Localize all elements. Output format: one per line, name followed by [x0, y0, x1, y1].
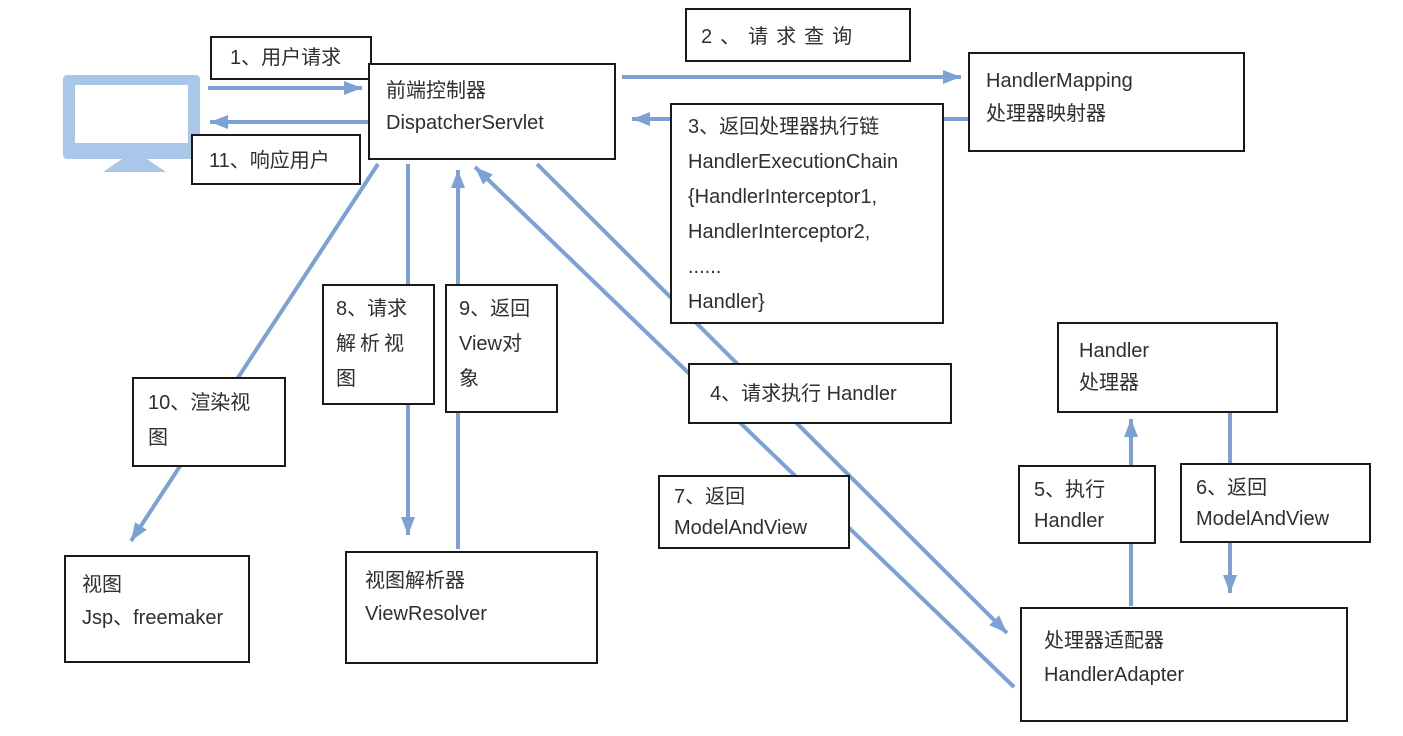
node-line: 视图: [82, 574, 122, 596]
label-line: Handler}: [688, 291, 765, 313]
node-dispatcher-servlet: 前端控制器 DispatcherServlet: [368, 63, 616, 160]
arrow-10-render-view: [129, 162, 380, 543]
node-view: 视图 Jsp、freemaker: [64, 555, 250, 663]
node-line: Jsp、freemaker: [82, 607, 224, 629]
label-line: 4、请求执行 Handler: [710, 383, 897, 405]
label-1-user-request: 1、用户请求: [210, 36, 372, 80]
label-10-render-view: 10、渲染视 图: [132, 377, 286, 467]
label-line: 象: [459, 368, 479, 390]
label-11-respond-user: 11、响应用户: [191, 134, 361, 185]
node-line: 处理器: [1079, 372, 1139, 394]
label-line: Handler: [1034, 510, 1105, 532]
node-line: 视图解析器: [365, 570, 465, 592]
label-line: 3、返回处理器执行链: [688, 116, 880, 138]
node-line: HandlerMapping: [986, 70, 1133, 92]
node-handler: Handler 处理器: [1057, 322, 1278, 413]
label-line: 解析视: [336, 333, 408, 355]
label-7-return-modelandview: 7、返回 ModelAndView: [658, 475, 850, 549]
label-line: 图: [148, 427, 168, 449]
label-line: 6、返回: [1196, 477, 1268, 499]
label-line: 5、执行: [1034, 479, 1106, 501]
label-line: 图: [336, 368, 356, 390]
label-5-execute-handler: 5、执行 Handler: [1018, 465, 1156, 544]
monitor-screen: [75, 85, 188, 143]
label-9-return-view-object: 9、返回 View对 象: [445, 284, 558, 413]
node-handler-mapping: HandlerMapping 处理器映射器: [968, 52, 1245, 152]
node-line: HandlerAdapter: [1044, 664, 1185, 686]
monitor-stand: [103, 159, 166, 172]
label-line: 1、用户请求: [230, 47, 342, 69]
label-line: ......: [688, 256, 722, 278]
label-line: HandlerExecutionChain: [688, 151, 899, 173]
node-view-resolver: 视图解析器 ViewResolver: [345, 551, 598, 664]
label-line: 10、渲染视: [148, 392, 251, 414]
label-line: HandlerInterceptor2,: [688, 221, 871, 243]
label-line: 11、响应用户: [209, 150, 330, 172]
label-line: 7、返回: [674, 486, 746, 508]
label-line: 8、请求: [336, 298, 408, 320]
label-line: ModelAndView: [674, 517, 808, 539]
label-2-request-query: 2、请求查询: [685, 8, 911, 62]
node-line: DispatcherServlet: [386, 112, 544, 134]
label-3-return-execution-chain: 3、返回处理器执行链 HandlerExecutionChain {Handle…: [670, 103, 944, 324]
label-8-request-resolve-view: 8、请求 解析视 图: [322, 284, 435, 405]
label-line: 9、返回: [459, 298, 531, 320]
node-line: 处理器适配器: [1044, 630, 1164, 652]
label-line: View对: [459, 333, 522, 355]
label-4-request-execute-handler: 4、请求执行 Handler: [688, 363, 952, 424]
label-line: {HandlerInterceptor1,: [688, 186, 878, 208]
computer-monitor-icon: [63, 75, 200, 172]
node-line: 前端控制器: [386, 80, 486, 102]
label-line: ModelAndView: [1196, 508, 1330, 530]
label-line: 2、请求查询: [701, 26, 861, 48]
node-handler-adapter: 处理器适配器 HandlerAdapter: [1020, 607, 1348, 722]
node-line: 处理器映射器: [986, 103, 1106, 125]
node-line: Handler: [1079, 340, 1150, 362]
label-6-return-modelandview: 6、返回 ModelAndView: [1180, 463, 1371, 543]
node-line: ViewResolver: [365, 603, 487, 625]
arrow-7-return-modelandview: [473, 165, 1016, 689]
